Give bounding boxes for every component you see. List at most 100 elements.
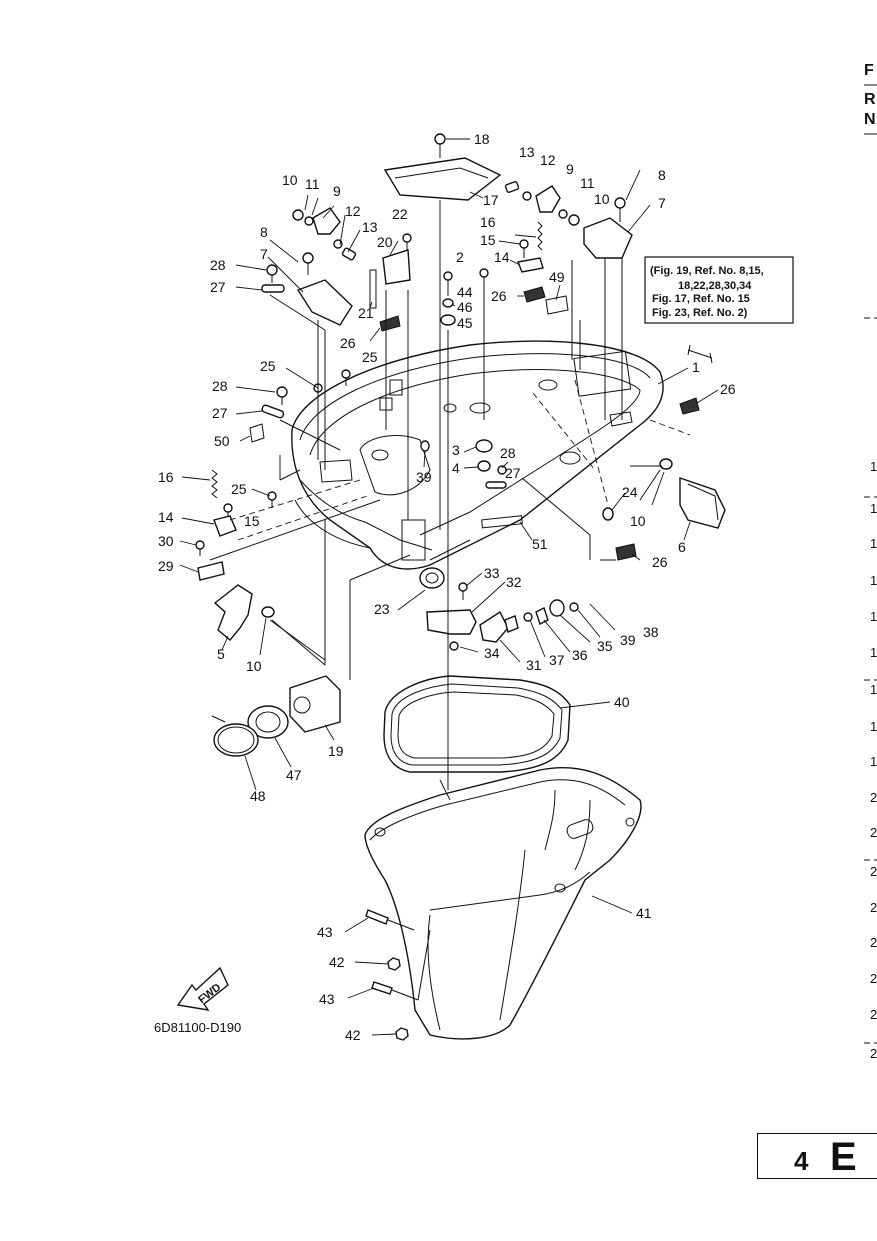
edge-row: 1 <box>870 682 877 697</box>
alignment-lines <box>209 200 691 1001</box>
callout: 10 <box>630 513 646 529</box>
edge-row: 2 <box>870 935 877 950</box>
callout: 9 <box>566 161 574 177</box>
callout: 35 <box>597 638 613 654</box>
edge-row: 1 <box>870 459 877 474</box>
edge-row: 2 <box>870 900 877 915</box>
edge-row: 1 <box>870 501 877 516</box>
callout: 3 <box>452 442 460 458</box>
callout: 51 <box>532 536 548 552</box>
callout: 14 <box>494 249 510 265</box>
edge-row: 1 <box>870 645 877 660</box>
callout: 28 <box>210 257 226 273</box>
note-line-2: 18,22,28,30,34 <box>678 280 752 292</box>
callout: 41 <box>636 905 652 921</box>
callout: 21 <box>358 305 374 321</box>
callout: 12 <box>540 152 556 168</box>
callout: 39 <box>416 469 432 485</box>
fwd-arrow-icon: FWD <box>176 966 229 1011</box>
callout: 5 <box>217 646 225 662</box>
callout: 25 <box>260 358 276 374</box>
small-parts <box>195 133 726 1041</box>
bottom-cover-part-41 <box>364 766 642 1040</box>
callout: 27 <box>505 465 521 481</box>
callout: 13 <box>519 144 535 160</box>
callout: 36 <box>572 647 588 663</box>
edge-row: 1 <box>870 573 877 588</box>
callout: 26 <box>340 335 356 351</box>
callout: 43 <box>319 991 335 1007</box>
callout: 1 <box>692 359 700 375</box>
callout: 15 <box>480 232 496 248</box>
note-line-1: (Fig. 19, Ref. No. 8,15, <box>650 265 764 277</box>
hose-and-grommet <box>419 548 599 607</box>
callout: 49 <box>549 269 565 285</box>
callout: 16 <box>480 214 496 230</box>
callout: 45 <box>457 315 473 331</box>
callout: 43 <box>317 924 333 940</box>
edge-row: 1 <box>870 719 877 734</box>
edge-row: 1 <box>870 536 877 551</box>
callout: 34 <box>484 645 500 661</box>
callout: 31 <box>526 657 542 673</box>
callout: 15 <box>244 513 260 529</box>
callout: 32 <box>506 574 522 590</box>
callout: 19 <box>328 743 344 759</box>
edge-header-r: R <box>864 91 876 108</box>
callout: 26 <box>491 288 507 304</box>
callout: 12 <box>345 203 361 219</box>
callout: 27 <box>212 405 228 421</box>
drawing-code: 6D81100-D190 <box>154 1020 241 1035</box>
callout: 28 <box>212 378 228 394</box>
callout: 50 <box>214 433 230 449</box>
callout: 8 <box>658 167 666 183</box>
callout: 7 <box>260 246 268 262</box>
callout: 9 <box>333 183 341 199</box>
seal-part-40 <box>383 675 571 773</box>
callout: 42 <box>329 954 345 970</box>
callout: 22 <box>392 206 408 222</box>
edge-row: 2 <box>870 864 877 879</box>
callout: 28 <box>500 445 516 461</box>
callout: 27 <box>210 279 226 295</box>
callout: 25 <box>362 349 378 365</box>
callout: 39 <box>620 632 636 648</box>
callout: 10 <box>594 191 610 207</box>
callout: 16 <box>158 469 174 485</box>
page-badge-number: 4 <box>794 1146 809 1176</box>
callout: 2 <box>456 249 464 265</box>
callout: 25 <box>231 481 247 497</box>
callout: 4 <box>452 460 460 476</box>
callout: 24 <box>622 484 638 500</box>
callout: 10 <box>282 172 298 188</box>
callout: 23 <box>374 601 390 617</box>
callout: 17 <box>483 192 499 208</box>
edge-row: 2 <box>870 1007 877 1022</box>
callout: 38 <box>643 624 659 640</box>
reference-note: (Fig. 19, Ref. No. 8,15, 18,22,28,30,34 … <box>644 256 794 364</box>
callout: 8 <box>260 224 268 240</box>
callout: 14 <box>158 509 174 525</box>
callout: 10 <box>246 658 262 674</box>
callout: 20 <box>377 234 393 250</box>
page-badge-letter: E <box>830 1135 857 1179</box>
leader-lines <box>179 138 719 1036</box>
callout: 11 <box>580 175 595 191</box>
right-edge-column: F R N 1 1 1 1 1 1 1 1 1 2 2 2 2 2 2 2 2 <box>864 62 877 1061</box>
note-line-3: Fig. 17, Ref. No. 15 <box>652 293 750 305</box>
callout: 11 <box>305 176 320 192</box>
callout-labels: 18 17 13 12 9 11 10 8 7 16 15 14 10 11 9… <box>158 131 736 1043</box>
callout: 6 <box>678 539 686 555</box>
bottom-cowling-part-1 <box>291 340 664 570</box>
callout: 44 <box>457 284 473 300</box>
callout: 33 <box>484 565 500 581</box>
callout: 30 <box>158 533 174 549</box>
edge-row: 1 <box>870 609 877 624</box>
callout: 47 <box>286 767 302 783</box>
edge-header-n: N <box>864 111 876 128</box>
edge-row: 2 <box>870 971 877 986</box>
callout: 18 <box>474 131 490 147</box>
callout: 48 <box>250 788 266 804</box>
